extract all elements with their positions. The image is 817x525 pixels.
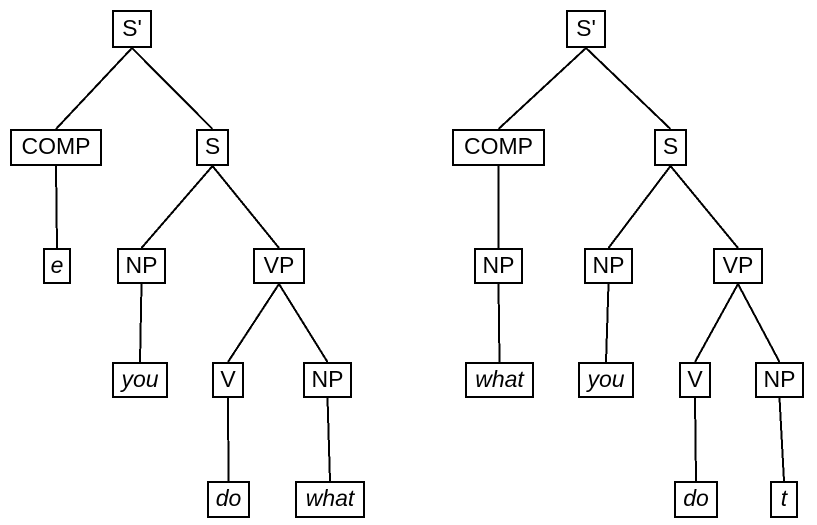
tree-edge	[669, 165, 739, 249]
tree-node-label: NP	[311, 365, 344, 392]
tree-node-t: t	[770, 481, 798, 518]
tree-node-label: NP	[125, 251, 158, 278]
tree-edge	[694, 397, 697, 482]
tree-node-you: you	[112, 362, 168, 398]
tree-node-label: COMP	[464, 133, 533, 159]
tree-edge	[605, 283, 610, 363]
tree-node-vp: VP	[713, 248, 763, 284]
tree-node-label: t	[780, 485, 788, 511]
tree-node-label: what	[475, 365, 524, 392]
tree-node-label: VP	[263, 251, 295, 278]
tree-edge	[497, 283, 501, 363]
tree-node-label: what	[305, 485, 355, 511]
tree-node-do: do	[674, 481, 718, 518]
tree-node-np: NP	[584, 248, 633, 284]
tree-edge	[737, 283, 781, 363]
tree-edge	[131, 47, 214, 130]
tree-edge	[778, 397, 785, 482]
tree-node-label: S	[662, 133, 679, 159]
tree-node-do: do	[207, 481, 250, 518]
tree-edge	[607, 165, 672, 249]
tree-node-what: what	[465, 362, 534, 398]
tree-node-v: V	[212, 362, 244, 398]
tree-node-label: you	[587, 365, 625, 392]
tree-node-vp: VP	[253, 248, 305, 284]
tree-node-label: S	[204, 133, 221, 159]
tree-node-v: V	[679, 362, 711, 398]
tree-node-label: V	[687, 365, 703, 392]
tree-edge	[497, 47, 587, 130]
tree-node-np: NP	[303, 362, 352, 398]
tree-node-s: S	[196, 129, 229, 166]
tree-node-you: you	[578, 362, 634, 398]
tree-node-s: S	[654, 129, 687, 166]
tree-node-label: NP	[763, 365, 796, 392]
tree-node-comp: COMP	[10, 129, 102, 166]
tree-node-e: e	[43, 248, 71, 284]
tree-node-comp: COMP	[452, 129, 545, 166]
tree-edge	[55, 165, 58, 249]
tree-node-label: VP	[722, 251, 754, 278]
tree-node-s: S'	[112, 10, 152, 48]
tree-edge	[227, 283, 280, 363]
tree-edge	[139, 283, 143, 363]
tree-node-label: V	[220, 365, 236, 392]
tree-edge	[140, 165, 214, 249]
tree-node-label: you	[121, 365, 159, 392]
tree-node-what: what	[295, 481, 365, 518]
tree-node-label: S'	[122, 14, 142, 41]
tree-node-label: S'	[576, 14, 596, 41]
tree-node-label: COMP	[21, 133, 91, 159]
tree-node-label: NP	[592, 251, 625, 278]
tree-edge	[278, 283, 329, 363]
tree-edge	[694, 283, 739, 363]
tree-node-s: S'	[566, 10, 606, 48]
tree-edge	[227, 397, 230, 482]
tree-node-np: NP	[117, 248, 166, 284]
tree-node-np: NP	[755, 362, 804, 398]
tree-node-label: e	[50, 251, 64, 278]
tree-node-label: do	[683, 485, 709, 511]
tree-edge	[55, 47, 133, 130]
tree-edge	[585, 47, 672, 130]
tree-node-label: NP	[482, 251, 515, 278]
tree-edge	[326, 397, 331, 482]
tree-node-np: NP	[474, 248, 523, 284]
tree-node-label: do	[215, 485, 242, 511]
tree-edge	[211, 165, 280, 249]
